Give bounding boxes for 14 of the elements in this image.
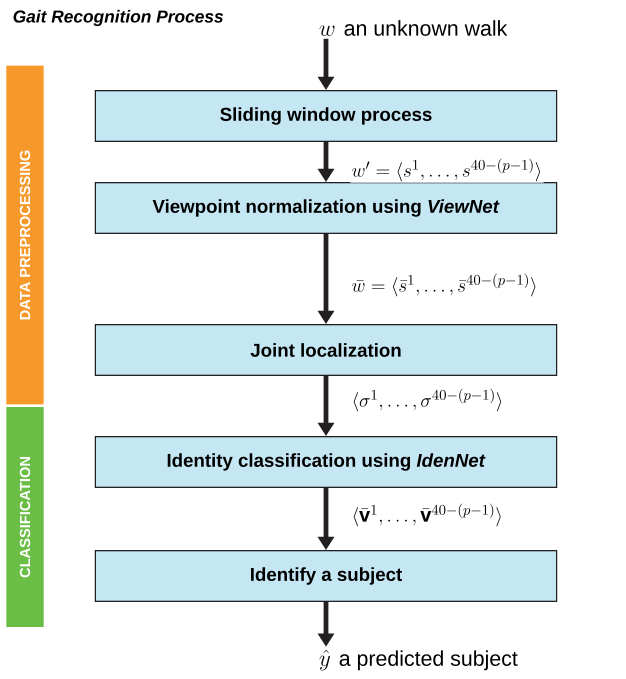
title: Gait Recognition Process: [14, 10, 224, 26]
stage-band: CLASSIFICATION: [6, 407, 44, 627]
process-box: Joint localization: [94, 324, 558, 376]
endpoint-label: $\hat{y}$ a predicted subject: [320, 650, 518, 670]
process-box: Identify a subject: [94, 550, 558, 602]
process-box: Sliding window process: [94, 90, 558, 142]
stage-band: DATA PREPROCESSING: [6, 66, 44, 404]
edge-label: $w' = \langle s^1, \ldots, s^{40-(p-1)} \rangle$: [350, 157, 544, 183]
process-box: Identity classification using IdenNet: [94, 436, 558, 488]
edge-label: $\langle \sigma^1, \ldots, \sigma^{40-(p-1)} \rangle$: [350, 387, 505, 413]
edge-label: $\langle \bar{\mathbf{v}}^1, \ldots, \bar{\mathbf{v}}^{40-(p-1)} \rangle$: [350, 502, 504, 528]
process-box: Viewpoint normalization using ViewNet: [94, 182, 558, 234]
endpoint-label: $w$ an unknown walk: [320, 20, 508, 36]
edge-label: $\bar{w} = \langle \bar{s}^1, \ldots, \bar{s}^{40-(p-1)} \rangle$: [350, 272, 539, 298]
